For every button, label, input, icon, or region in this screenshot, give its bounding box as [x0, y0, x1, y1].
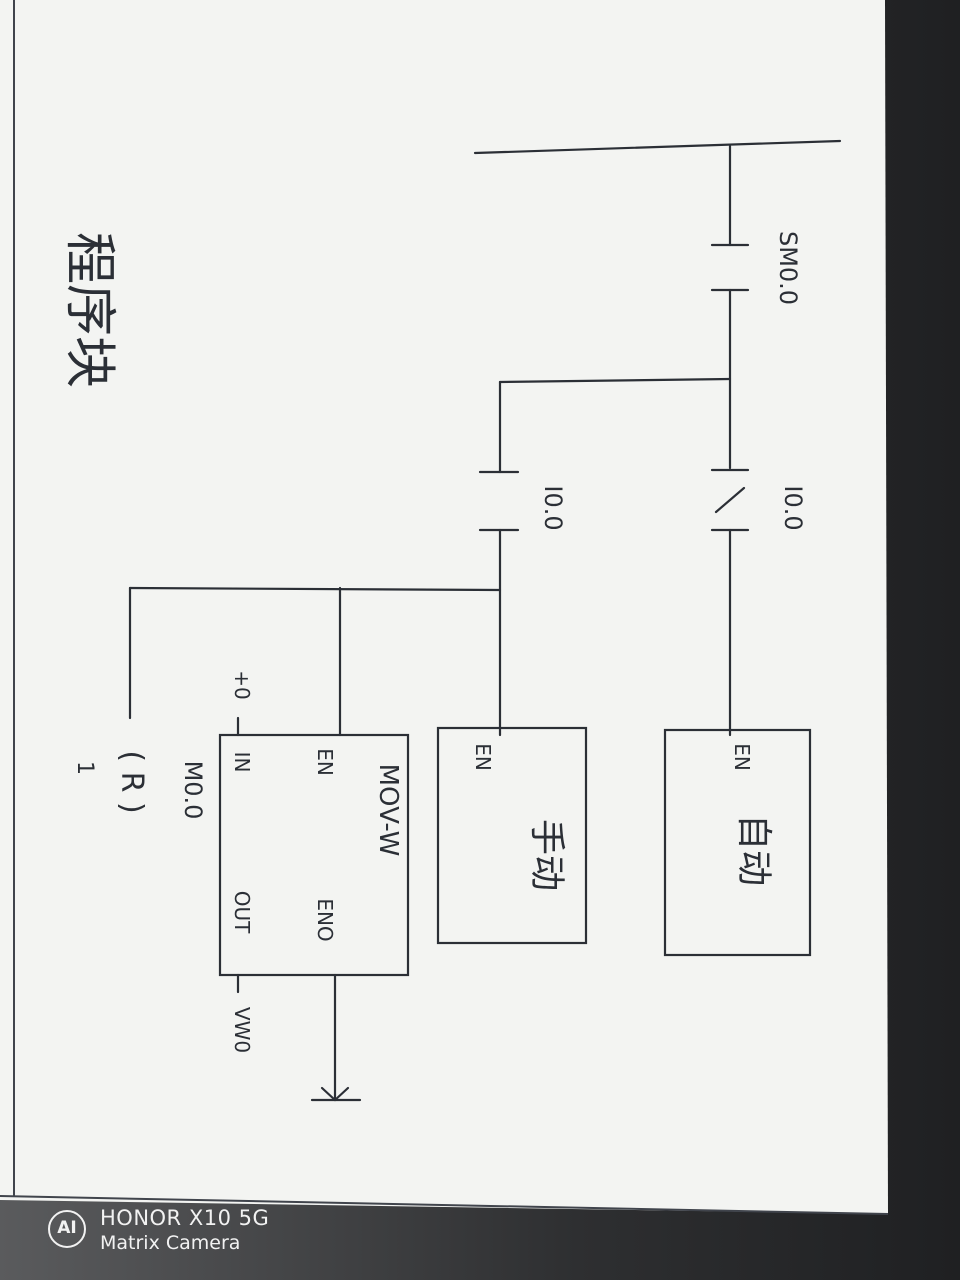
manual-en-label: EN — [471, 743, 495, 771]
page-title: 程序块 — [59, 232, 119, 388]
mov-eno-label: ENO — [313, 898, 337, 941]
reset-coil-address: M0.0 — [179, 761, 207, 820]
mov-w-block — [218, 733, 410, 977]
auto-block — [663, 728, 812, 957]
reset-coil-count: 1 — [72, 761, 97, 775]
watermark-brand: HONOR X10 5G — [100, 1206, 270, 1230]
branch-wire-lower — [128, 586, 502, 592]
i00-nc-label: I0.0 — [779, 485, 807, 530]
eno-arrow-left — [320, 1086, 337, 1102]
sm00-label: SM0.0 — [774, 231, 802, 305]
mov-in-value: +0 — [230, 670, 254, 699]
i00-nc-slash — [714, 486, 746, 514]
mov-in-label: IN — [230, 752, 254, 773]
manual-block — [436, 726, 588, 945]
paper-bottom-border — [0, 1195, 889, 1215]
mov-out-address: VW0 — [230, 1007, 254, 1053]
power-rail — [473, 139, 842, 155]
paper-surface — [0, 0, 888, 1214]
branch-wire-top — [498, 377, 732, 384]
watermark-subtitle: Matrix Camera — [100, 1232, 241, 1254]
auto-en-label: EN — [730, 743, 754, 771]
auto-label: 自动 — [733, 814, 774, 886]
eno-arrow-right — [333, 1086, 350, 1102]
i00-no-label: I0.0 — [539, 485, 567, 530]
mov-en-label: EN — [313, 748, 337, 776]
manual-label: 手动 — [526, 819, 567, 891]
mov-name-label: MOV-W — [373, 764, 403, 857]
mov-out-label: OUT — [230, 891, 254, 934]
title-group: 程序块 — [59, 232, 119, 388]
ai-logo-icon: AI — [48, 1210, 86, 1248]
reset-coil-symbol: ( R ) — [114, 750, 149, 813]
